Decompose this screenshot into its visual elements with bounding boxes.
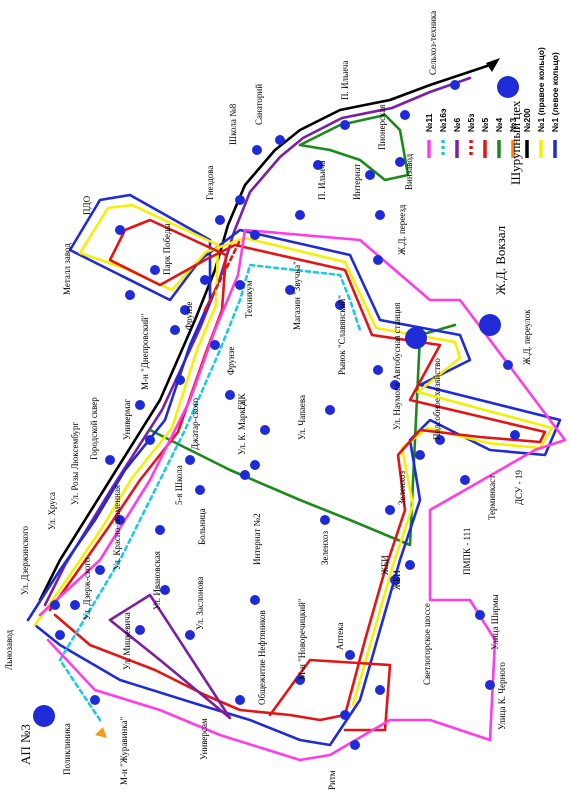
label-bolnica: Больница: [197, 508, 207, 545]
legend-label-9: №11: [424, 113, 434, 132]
label-mn-dneprovsky: М-н "Днепровский": [140, 313, 150, 390]
label-gbi-1: ЖБИ: [380, 555, 390, 575]
label-park-pobedy: Парк Победы: [162, 223, 172, 275]
labels: АП №3 Шурупный цех Ж.Д. Вокзал Сельхоз-т…: [4, 11, 532, 790]
label-vokzal: Ж.Д. Вокзал: [493, 225, 508, 295]
label-svetlogor: Светлогорское шоссе: [422, 603, 432, 685]
legend-label-8: №16э: [438, 108, 448, 132]
label-universam: Универсам: [199, 718, 209, 760]
label-dzhatar: Джатар-ского: [190, 397, 200, 450]
label-ul-hrusa: Ул. Хруса: [47, 492, 57, 530]
label-ap3: АП №3: [18, 724, 33, 765]
label-shurupny: Шурупный цех: [508, 100, 523, 185]
stop-vokzal: [479, 314, 501, 336]
stops: [33, 76, 520, 750]
label-ul-chapaeva: Ул. Чапаева: [297, 395, 307, 440]
label-ul-chernogo: Улица К. Черного: [497, 662, 507, 730]
route-11: [38, 228, 567, 762]
label-selhoz: Сельхоз-техника: [428, 11, 438, 75]
label-univermag: Универмаг: [122, 399, 132, 440]
stop-shurupny: [497, 76, 519, 98]
legend-label-6: №5з: [466, 114, 476, 132]
label-gnezdova: Гнездова: [205, 166, 215, 200]
label-pmpk: ПМПК - 111: [462, 528, 472, 575]
label-ul-karla: Ул. К. Маркса: [237, 401, 247, 455]
label-rynok: Рынок "Славянский": [337, 295, 347, 375]
label-ul-krasno: Ул. Красно-знаменная: [112, 485, 122, 570]
legend-label-3: №3: [508, 118, 518, 132]
stop-ap3: [33, 705, 55, 727]
label-zelenhoz-1: Зеленхоз: [320, 531, 330, 565]
label-shkola8: Школа №8: [228, 103, 238, 145]
label-terminkast: Терминкаст: [487, 475, 497, 520]
route-6: [43, 76, 472, 607]
label-shkola5: 5-я Школа: [174, 465, 184, 505]
label-p-ilyicha-2: П. Ильича: [317, 161, 327, 200]
label-tehnikum: Техникум: [244, 280, 254, 318]
legend-label-2: №200: [522, 108, 532, 132]
arrow-head-icon: [486, 58, 500, 72]
label-ul-dzerzh-2: Ул. Дзерж-ского: [82, 557, 92, 620]
label-p-ilyicha-1: П. Ильича: [340, 61, 350, 100]
legend-label-7: №6: [452, 118, 462, 132]
label-internat2: Интернат №2: [252, 513, 262, 565]
label-podsob: Подсобное хозяйство: [432, 358, 442, 440]
route-6-loop: [108, 593, 232, 720]
label-ul-ivanovskaya: Ул. Ивановская: [152, 551, 162, 610]
route-200: [38, 63, 492, 602]
label-zhd-pereezd: Ж.Д. переезд: [397, 204, 407, 255]
legend-label-5: №5: [480, 118, 490, 132]
label-apteka: Аптека: [335, 623, 345, 650]
label-mag-zvezdochka: Магазин "Звучна": [292, 261, 302, 330]
label-zelenhoz-2: Зеленхоз: [397, 471, 407, 505]
legend: №1 (левое кольцо) №1 (правое кольцо) №200 №…: [424, 47, 560, 158]
label-ul-naumova: Ул. Наумова: [392, 383, 402, 430]
label-internat: Интернат: [352, 164, 362, 200]
label-poliklinika: Поликлиника: [62, 723, 72, 775]
label-metal-zavod: Металл завод: [62, 243, 72, 295]
stop-avtobus: [405, 327, 427, 349]
label-ritm: Ритм: [327, 770, 337, 790]
label-vinzavod: Винзавод: [404, 153, 414, 190]
arrow-small-icon: [95, 727, 107, 738]
label-ul-mitsevicha: Ул. Мицкевича: [122, 612, 132, 670]
label-pionerskaya: Пионерская: [377, 105, 387, 151]
label-lyokozavod: Льнозавод: [4, 629, 14, 670]
label-frunze-2: Фрунзе: [226, 347, 236, 375]
label-gdk: ГДК: [237, 392, 247, 410]
label-frunze-1: Фрунзе: [184, 302, 194, 330]
label-dsu19: ДСУ - 19: [514, 470, 524, 505]
label-ul-rozy: Ул. Розы Люксембург: [70, 422, 80, 505]
label-avtobus: Автобусная станция: [392, 303, 402, 380]
label-sanatoriy: Санаторий: [254, 84, 264, 125]
route-5-branch: [268, 658, 392, 732]
label-zhd-pereulok: Ж.Д. переулок: [522, 309, 532, 365]
legend-label-1: №1 (правое кольцо): [536, 47, 546, 132]
label-ul-shirmy: Улица Ширмы: [490, 594, 500, 650]
label-mn-zhuravinka: М-н "Журавинка": [119, 717, 129, 785]
legend-label-0: №1 (левое кольцо): [550, 52, 560, 132]
label-ul-dzerzh-1: Ул. Дзержинского: [20, 526, 30, 595]
label-ul-zaslonova: Ул. Заслонова: [195, 577, 205, 630]
route-4-north: [298, 113, 410, 182]
label-mn-novoroch: М-н "Новоречицкий": [297, 598, 307, 680]
legend-label-4: №4: [494, 118, 504, 132]
label-pdo: ПДО: [82, 195, 92, 215]
route-16e: [58, 263, 362, 722]
label-gbi-2: ЖБИ: [392, 570, 402, 590]
route-5z: [203, 238, 242, 312]
label-obshezhitie: Общежитие Нефтяников: [257, 610, 267, 705]
label-gor-skver: Городской сквер: [89, 397, 99, 460]
